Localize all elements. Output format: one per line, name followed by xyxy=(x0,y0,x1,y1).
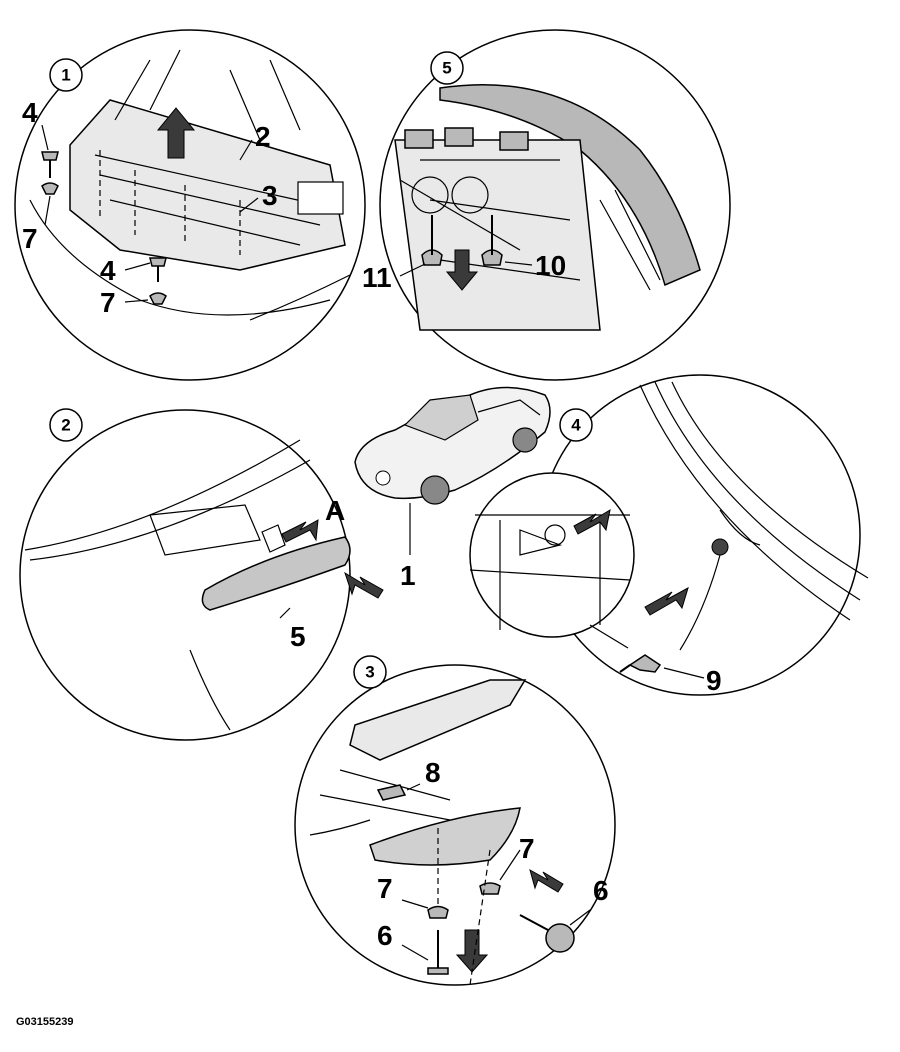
clip-icon xyxy=(427,905,449,919)
view-label-badge xyxy=(430,51,464,85)
callout-label: A xyxy=(325,495,345,526)
figure-code: G03155239 xyxy=(16,1016,74,1028)
detail-view-4: 4 9 xyxy=(469,374,869,696)
side-marker-lamp xyxy=(201,536,351,611)
callout-label: 7 xyxy=(22,223,38,254)
bumper-bracket xyxy=(349,679,527,761)
bolt-icon xyxy=(421,215,443,266)
view-label-badge xyxy=(559,408,593,442)
screw-icon xyxy=(519,914,575,953)
callout-label: 7 xyxy=(519,833,535,864)
clip-icon xyxy=(376,784,407,801)
cowl-panel xyxy=(69,99,346,271)
removal-arrow-icon xyxy=(344,571,384,599)
removal-arrow-icon xyxy=(644,586,689,616)
detail-view-5: 5 11 10 xyxy=(362,29,731,381)
removal-arrow-icon xyxy=(529,868,564,893)
removal-arrow-icon xyxy=(281,519,319,543)
callout-label: 8 xyxy=(425,757,441,788)
callout-label: 4 xyxy=(100,255,116,286)
carrier-bracket xyxy=(394,139,601,331)
screw-icon xyxy=(41,151,59,178)
callout-label: 3 xyxy=(262,180,278,211)
view-label: 2 xyxy=(61,416,70,435)
callout-label: 10 xyxy=(535,250,566,281)
car-illustration: 1 xyxy=(354,386,551,591)
callout-label: 6 xyxy=(377,920,393,951)
bolt-icon xyxy=(427,930,449,975)
sensor-icon xyxy=(619,654,662,673)
screw-icon xyxy=(149,257,167,282)
callout-label: 7 xyxy=(377,873,393,904)
clip-icon xyxy=(149,292,167,305)
bumper-trim xyxy=(369,807,521,866)
bolt-icon xyxy=(481,215,503,266)
view-label: 1 xyxy=(61,66,70,85)
view-label-badge xyxy=(49,58,83,92)
detail-view-2: 2 A 5 xyxy=(19,408,384,741)
callout-label: 9 xyxy=(706,665,722,696)
car-icon xyxy=(354,386,551,505)
callout-label: 6 xyxy=(593,875,609,906)
callout-label: 4 xyxy=(22,97,38,128)
clip-icon xyxy=(479,882,501,895)
inset-circle xyxy=(469,472,635,638)
removal-arrow-icon xyxy=(455,929,489,973)
removal-arrow-icon xyxy=(573,508,611,535)
view-label-badge xyxy=(353,655,387,689)
clip-icon xyxy=(41,182,59,195)
view-label-badge xyxy=(49,408,83,442)
detail-view-1: 1 4 7 2 3 4 7 xyxy=(14,29,366,381)
bumper-cover xyxy=(439,83,701,287)
callout-label: 5 xyxy=(290,621,306,652)
callout-label: 1 xyxy=(400,560,416,591)
removal-arrow-icon xyxy=(445,249,479,291)
callout-label: 2 xyxy=(255,121,271,152)
detail-view-3: 3 8 7 7 6 6 xyxy=(294,655,616,986)
view-label: 4 xyxy=(571,416,581,435)
removal-arrow-icon xyxy=(156,107,196,159)
view-label: 3 xyxy=(365,663,374,682)
callout-label: 7 xyxy=(100,287,116,318)
view-label: 5 xyxy=(442,59,451,78)
detail-circle-2 xyxy=(19,409,351,741)
callout-label: 11 xyxy=(362,262,392,293)
